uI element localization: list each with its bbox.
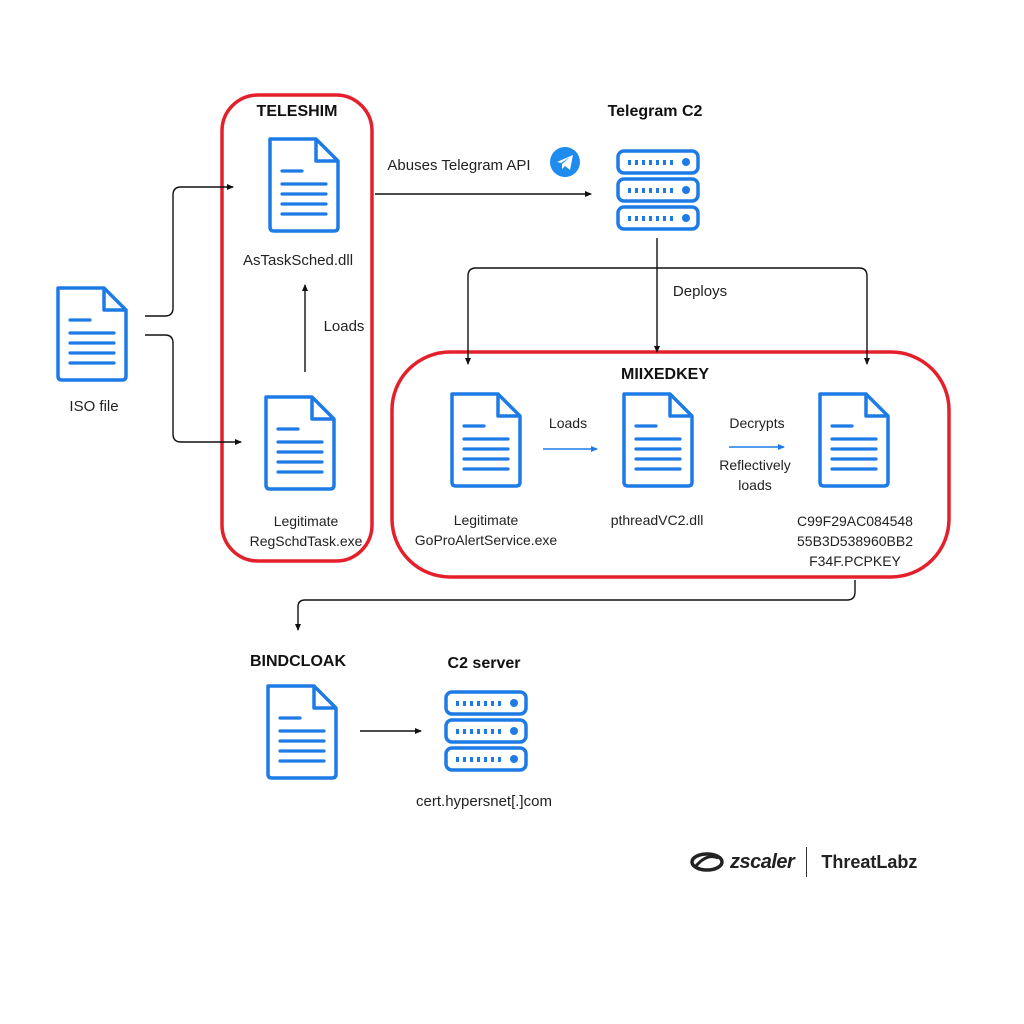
zscaler-logo-icon xyxy=(690,852,724,872)
bindcloak-file-icon xyxy=(266,684,338,780)
brand-footer: zscaler ThreatLabz xyxy=(690,846,917,878)
deploys-label: Deploys xyxy=(672,283,728,300)
pthread-label: pthreadVC2.dll xyxy=(610,512,704,528)
pcpkey-label-line2: 55B3D538960BB2 xyxy=(797,533,913,549)
edge-iso-to-regschd xyxy=(145,334,242,445)
gopro-label-line1: Legitimate xyxy=(453,512,519,528)
telegram-icon xyxy=(550,147,580,177)
edge-iso-to-astasksched xyxy=(145,184,234,317)
teleshim-title: TELESHIM xyxy=(256,103,338,120)
decrypts-label: Decrypts xyxy=(729,415,785,431)
abuses-api-label: Abuses Telegram API xyxy=(387,157,531,174)
edge-telegram-to-pcpkey xyxy=(657,267,870,365)
gopro-file-icon xyxy=(450,392,522,488)
c2-server-icon xyxy=(444,690,528,772)
regschd-label-line2: RegSchdTask.exe xyxy=(249,533,363,549)
teleshim-group-outline xyxy=(220,93,374,563)
zscaler-wordmark: zscaler xyxy=(730,850,795,873)
pthread-file-icon xyxy=(622,392,694,488)
pcpkey-file-icon xyxy=(818,392,890,488)
iso-file-label: ISO file xyxy=(69,398,119,415)
telegram-server-icon xyxy=(616,149,700,231)
astasksched-label: AsTaskSched.dll xyxy=(242,252,354,269)
telegram-c2-title: Telegram C2 xyxy=(607,103,703,120)
pcpkey-label-line1: C99F29AC084548 xyxy=(797,513,913,529)
edge-telegram-to-gopro xyxy=(465,267,657,365)
reflectively-label-line1: Reflectively xyxy=(719,457,791,473)
miixedkey-group-outline xyxy=(390,350,951,579)
reflectively-label-line2: loads xyxy=(738,477,772,493)
threatlabz-wordmark: ThreatLabz xyxy=(821,851,918,872)
iso-file-icon xyxy=(56,286,128,382)
c2-domain-label: cert.hypersnet[.]com xyxy=(416,793,552,810)
c2-server-title: C2 server xyxy=(447,655,521,672)
edge-pcpkey-to-bindcloak xyxy=(295,580,856,631)
loads-label-teleshim: Loads xyxy=(323,318,365,335)
loads-label-miixedkey: Loads xyxy=(548,415,588,431)
bindcloak-title: BINDCLOAK xyxy=(250,653,346,670)
brand-divider xyxy=(806,847,808,877)
pcpkey-label-line3: F34F.PCPKEY xyxy=(809,553,901,569)
astasksched-file-icon xyxy=(268,137,340,233)
gopro-label-line2: GoProAlertService.exe xyxy=(414,532,558,548)
regschd-label-line1: Legitimate xyxy=(273,513,339,529)
miixedkey-title: MIIXEDKEY xyxy=(620,366,709,383)
regschd-file-icon xyxy=(264,395,336,491)
